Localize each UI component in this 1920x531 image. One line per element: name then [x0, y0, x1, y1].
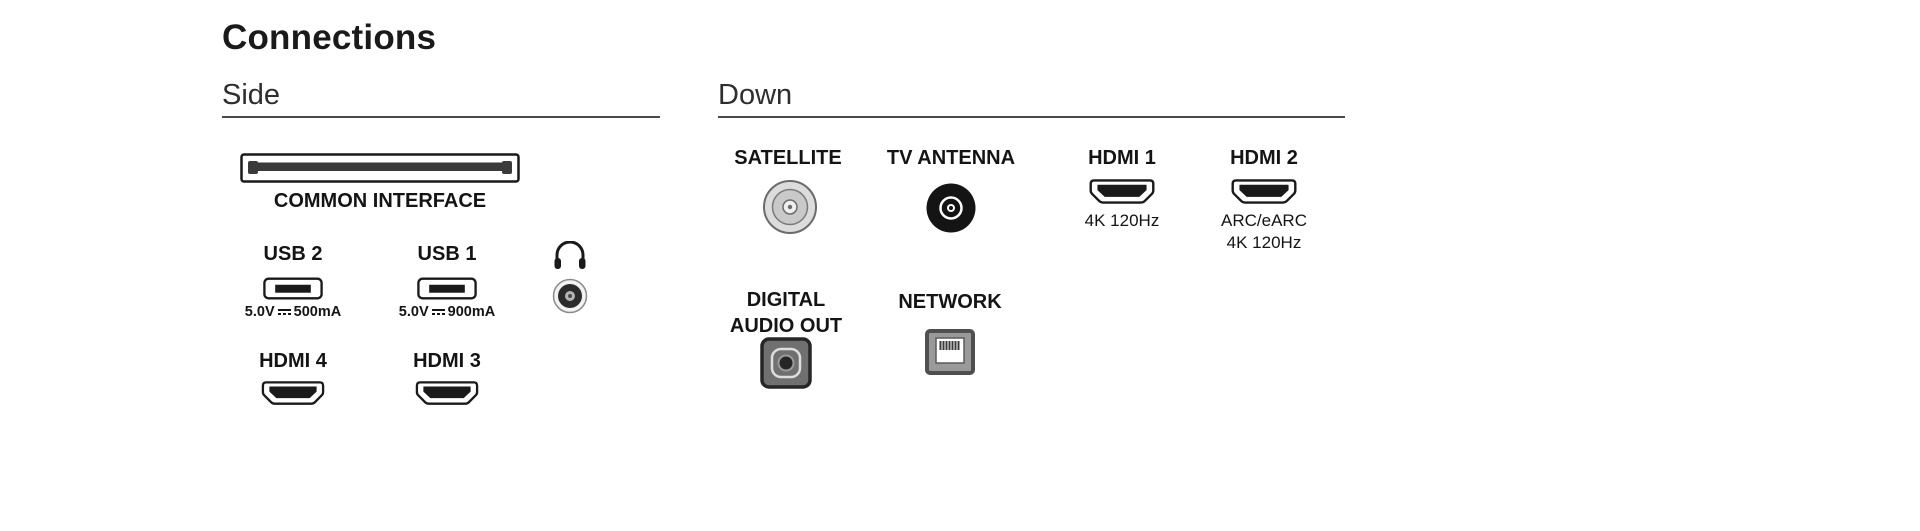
usb1-voltage: 5.0V — [398, 304, 429, 320]
usb2-port-icon — [263, 277, 323, 300]
common-interface-label: COMMON INTERFACE — [273, 190, 487, 212]
digital-audio-out-label-line1: DIGITAL — [746, 289, 826, 311]
satellite-label: SATELLITE — [734, 147, 842, 169]
hdmi2-spec-line2: 4K 120Hz — [1226, 233, 1302, 252]
digital-audio-out-port-icon — [760, 337, 812, 389]
section-rule-side — [222, 116, 660, 118]
common-interface-slot-icon — [240, 153, 520, 183]
hdmi2-port-icon — [1231, 179, 1297, 204]
usb1-power-spec: 5.0V 900mA — [387, 304, 507, 320]
section-rule-down — [718, 116, 1345, 118]
hdmi2-label: HDMI 2 — [1230, 147, 1298, 169]
hdmi2-spec-line1: ARC/eARC — [1221, 211, 1307, 230]
page-title: Connections — [222, 18, 437, 57]
section-heading-down: Down — [718, 79, 793, 111]
hdmi1-label: HDMI 1 — [1088, 147, 1156, 169]
dc-symbol-icon — [431, 308, 445, 316]
network-label: NETWORK — [898, 291, 1002, 313]
usb2-power-spec: 5.0V 500mA — [233, 304, 353, 320]
hdmi4-label: HDMI 4 — [259, 350, 327, 372]
network-port-icon — [925, 329, 975, 375]
hdmi1-spec: 4K 120Hz — [1084, 211, 1160, 230]
headphone-jack-icon — [552, 278, 588, 314]
hdmi4-port-icon — [261, 381, 325, 405]
dc-symbol-icon — [277, 308, 291, 316]
digital-audio-out-label-line2: AUDIO OUT — [729, 315, 843, 337]
hdmi3-label: HDMI 3 — [413, 350, 481, 372]
satellite-connector-icon — [763, 180, 817, 234]
usb2-current: 500mA — [293, 304, 342, 320]
hdmi1-port-icon — [1089, 179, 1155, 204]
headphones-icon — [554, 241, 586, 269]
usb1-label: USB 1 — [417, 243, 477, 265]
usb1-port-icon — [417, 277, 477, 300]
section-heading-side: Side — [222, 79, 281, 111]
hdmi3-port-icon — [415, 381, 479, 405]
tv-antenna-connector-icon — [926, 183, 976, 233]
usb2-voltage: 5.0V — [244, 304, 275, 320]
tv-antenna-label: TV ANTENNA — [886, 147, 1016, 169]
usb1-current: 900mA — [447, 304, 496, 320]
usb2-label: USB 2 — [263, 243, 323, 265]
